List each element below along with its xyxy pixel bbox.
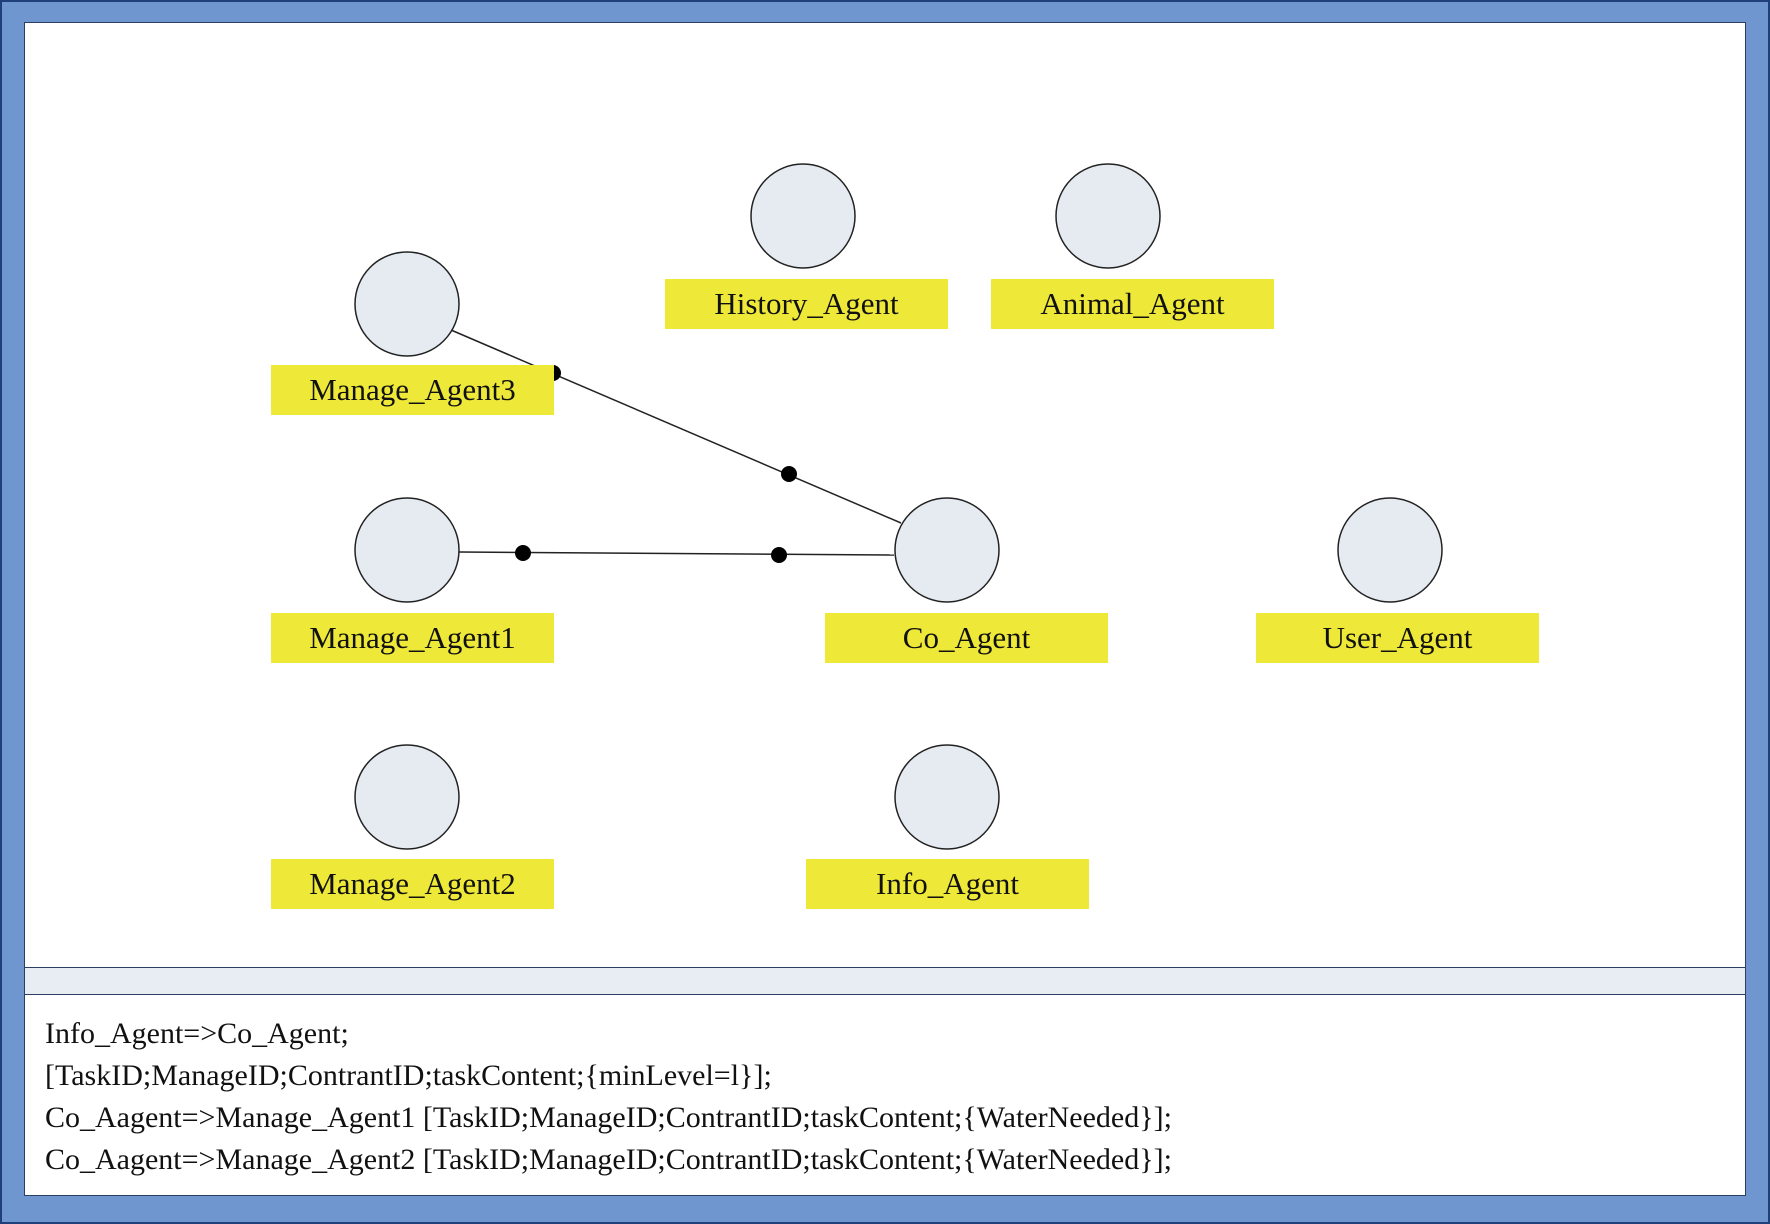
pane-divider[interactable] — [24, 968, 1746, 995]
manage-agent2-label: Manage_Agent2 — [271, 859, 554, 909]
message-line-3: Co_Aagent=>Manage_Agent1 [TaskID;ManageI… — [45, 1101, 1172, 1134]
history-agent-label: History_Agent — [665, 279, 948, 329]
diagram-canvas[interactable] — [24, 22, 1746, 968]
manage-agent1-label: Manage_Agent1 — [271, 613, 554, 663]
animal-agent-label: Animal_Agent — [991, 279, 1274, 329]
info-agent-label: Info_Agent — [806, 859, 1089, 909]
message-line-4: Co_Aagent=>Manage_Agent2 [TaskID;ManageI… — [45, 1143, 1172, 1176]
manage-agent3-label: Manage_Agent3 — [271, 365, 554, 415]
user-agent-label: User_Agent — [1256, 613, 1539, 663]
message-line-1: Info_Agent=>Co_Agent; — [45, 1017, 349, 1050]
message-log: Info_Agent=>Co_Agent; [TaskID;ManageID;C… — [24, 995, 1746, 1196]
message-line-2: [TaskID;ManageID;ContrantID;taskContent;… — [45, 1059, 772, 1092]
co-agent-label: Co_Agent — [825, 613, 1108, 663]
